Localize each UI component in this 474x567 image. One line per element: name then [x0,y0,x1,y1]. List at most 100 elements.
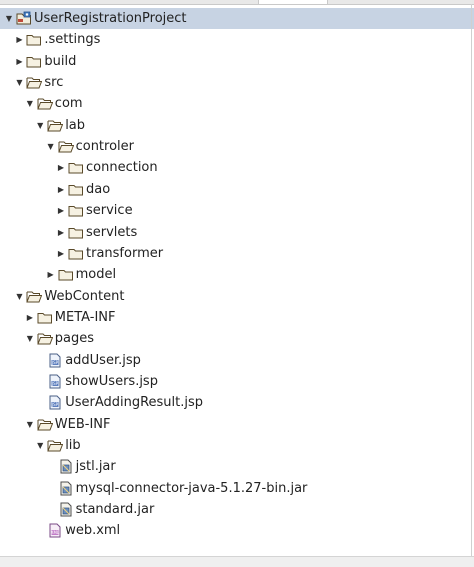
folder-icon [68,160,84,175]
expand-arrow-down-icon[interactable]: ▼ [26,334,33,344]
tree-item-pages[interactable]: ▼ pages [0,328,474,349]
tree-item-label: META-INF [54,309,116,325]
tree-item-label: dao [86,181,111,197]
folder-icon [26,32,42,47]
tree-item-label: servlets [86,224,138,240]
expand-arrow-down-icon[interactable]: ▼ [5,14,13,23]
folder-icon [37,310,53,325]
tree-item-label: addUser.jsp [65,352,141,368]
tree-item-connection[interactable]: ▶ connection [0,157,474,178]
tree-item-lab[interactable]: ▼ lab [0,115,474,136]
tree-item-label: transformer [86,245,164,261]
tree-item-label: web.xml [65,523,121,539]
folder-open-icon [37,96,54,111]
folder-open-icon [37,331,54,346]
tree-item-web-inf[interactable]: ▼ WEB-INF [0,414,474,435]
expand-arrow-down-icon[interactable]: ▼ [37,120,44,130]
tree-item-settings[interactable]: ▶ .settings [0,29,474,50]
folder-open-icon [47,118,64,133]
expand-arrow-down-icon[interactable]: ▼ [16,78,23,88]
folder-open-icon [26,75,43,90]
tree-item-userregistrationproject[interactable]: ▼ UserRegistrationProject [0,8,474,29]
folder-open-icon [26,289,43,304]
jsp-file-icon: JSP [47,374,63,389]
expand-arrow-right-icon[interactable]: ▶ [16,56,23,66]
folder-icon [68,182,84,197]
svg-text:JSP: JSP [51,381,59,386]
tree-item-label: src [44,75,64,91]
tree-item-mysql-connector-java-5-1-27-bin-jar[interactable]: mysql-connector-java-5.1.27-bin.jar [0,478,474,499]
tree-item-model[interactable]: ▶ model [0,264,474,285]
expand-arrow-down-icon[interactable]: ▼ [26,99,33,109]
tree-item-label: model [75,267,117,283]
expand-arrow-down-icon[interactable]: ▼ [26,419,33,429]
tree-item-label: com [54,96,83,112]
tree-item-controler[interactable]: ▼ controler [0,136,474,157]
tree-item-lib[interactable]: ▼ lib [0,435,474,456]
tree-item-showusers-jsp[interactable]: JSP showUsers.jsp [0,371,474,392]
project-explorer-tree[interactable]: ▼ UserRegistrationProject ▶ .settings ▶ build… [0,8,474,556]
expand-arrow-right-icon[interactable]: ▶ [47,270,54,280]
jsp-file-icon: JSP [47,353,63,368]
tree-item-label: .settings [44,32,101,48]
active-tab[interactable] [258,0,328,4]
expand-arrow-right-icon[interactable]: ▶ [57,227,65,237]
expand-arrow-down-icon[interactable]: ▼ [47,142,54,152]
tree-item-label: mysql-connector-java-5.1.27-bin.jar [75,480,308,496]
folder-icon [68,225,84,240]
tree-item-label: lib [65,438,81,453]
tree-item-label: connection [86,160,158,176]
jsp-file-icon: JSP [47,395,63,410]
tree-item-label: jstl.jar [75,459,116,475]
expand-arrow-down-icon[interactable]: ▼ [37,441,44,450]
tree-item-label: service [86,203,133,219]
tree-item-transformer[interactable]: ▶ transformer [0,243,474,264]
jar-file-icon [58,481,74,496]
tree-item-label: controler [75,139,134,155]
tree-item-adduser-jsp[interactable]: JSP addUser.jsp [0,350,474,371]
expand-arrow-down-icon[interactable]: ▼ [16,291,23,301]
folder-open-icon [37,417,54,432]
folder-open-icon [47,438,64,453]
expand-arrow-right-icon[interactable]: ▶ [57,184,65,194]
tree-item-label: showUsers.jsp [65,373,158,389]
svg-text:XML: XML [51,530,60,535]
jar-file-icon [58,459,74,474]
tree-item-label: pages [54,331,95,347]
view-border [471,4,472,556]
tree-item-meta-inf[interactable]: ▶ META-INF [0,307,474,328]
folder-icon [58,267,74,282]
horizontal-scrollbar[interactable] [0,556,474,567]
jar-file-icon [58,502,74,517]
tree-item-label: lab [65,117,86,133]
xml-file-icon: XML [47,523,63,538]
tree-item-label: WebContent [44,288,125,304]
tree-item-com[interactable]: ▼ com [0,93,474,114]
tree-item-jstl-jar[interactable]: jstl.jar [0,456,474,477]
editor-tab-strip [0,0,474,5]
tree-item-label: build [44,53,77,69]
tree-item-label: WEB-INF [54,416,111,432]
expand-arrow-right-icon[interactable]: ▶ [57,248,65,258]
tree-item-service[interactable]: ▶ service [0,200,474,221]
tree-item-webcontent[interactable]: ▼ WebContent [0,286,474,307]
tree-item-standard-jar[interactable]: standard.jar [0,499,474,520]
expand-arrow-right-icon[interactable]: ▶ [57,163,65,173]
expand-arrow-right-icon[interactable]: ▶ [26,312,33,322]
tree-item-web-xml[interactable]: XML web.xml [0,520,474,541]
folder-icon [26,54,42,69]
folder-icon [68,246,84,261]
folder-open-icon [57,139,74,154]
svg-text:JSP: JSP [51,360,59,365]
expand-arrow-right-icon[interactable]: ▶ [57,206,65,216]
tree-item-label: UserRegistrationProject [34,11,187,26]
tree-item-useraddingresult-jsp[interactable]: JSP UserAddingResult.jsp [0,392,474,413]
project-icon [16,11,32,26]
tree-item-servlets[interactable]: ▶ servlets [0,222,474,243]
expand-arrow-right-icon[interactable]: ▶ [16,35,23,45]
tree-item-src[interactable]: ▼ src [0,72,474,93]
tree-item-dao[interactable]: ▶ dao [0,179,474,200]
tree-item-label: UserAddingResult.jsp [65,395,204,411]
svg-text:JSP: JSP [51,402,59,407]
tree-item-build[interactable]: ▶ build [0,51,474,72]
